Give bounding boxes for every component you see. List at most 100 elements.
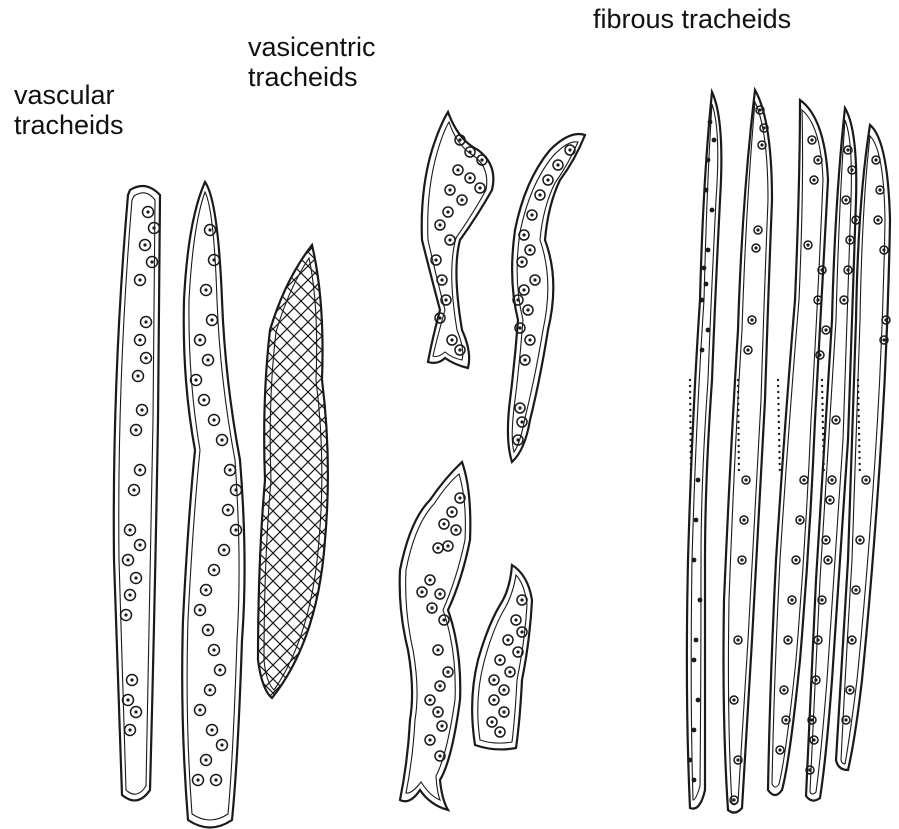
pit-dot (738, 457, 740, 459)
pit-dot (778, 427, 780, 429)
pit-dot (689, 421, 691, 423)
pit-aperture (226, 508, 229, 511)
pit-aperture (846, 268, 849, 271)
pit-aperture (206, 628, 209, 631)
fibrous-tracheids-label: fibrous tracheids (593, 4, 791, 34)
pit-dot (778, 457, 780, 459)
pit-aperture (206, 358, 209, 361)
pit-dot (737, 433, 739, 435)
pit-aperture (448, 238, 451, 241)
pit-aperture (858, 538, 861, 541)
pit-aperture (854, 588, 857, 591)
pit-aperture (128, 593, 131, 596)
vascular-tracheid-2 (182, 182, 244, 828)
pit-aperture (434, 258, 437, 261)
pit-aperture (740, 558, 743, 561)
pit-dot (779, 469, 781, 471)
pit-dot (706, 248, 711, 253)
pit-aperture (790, 598, 793, 601)
pit-dot (689, 385, 691, 387)
pit-aperture (134, 710, 137, 713)
pit-aperture (458, 496, 461, 499)
pit-aperture (834, 418, 837, 421)
vascular-label-line1: vascular (14, 80, 124, 110)
pit-aperture (778, 748, 781, 751)
pit-aperture (458, 138, 461, 141)
pit-aperture (446, 210, 449, 213)
pit-aperture (438, 316, 441, 319)
pit-aperture (732, 698, 735, 701)
pit-aperture (784, 718, 787, 721)
pit-aperture (234, 528, 237, 531)
pit-aperture (816, 298, 819, 301)
vasicentric-label-line2: tracheids (248, 62, 376, 92)
pit-dot (821, 385, 823, 387)
pit-aperture (124, 613, 127, 616)
pit-aperture (444, 298, 447, 301)
pit-aperture (198, 708, 201, 711)
pit-dot (857, 403, 859, 405)
pit-dot (692, 658, 697, 663)
pit-dot (689, 439, 691, 441)
pit-aperture (538, 193, 541, 196)
pit-dot (712, 138, 717, 143)
pit-dot (737, 391, 739, 393)
pit-aperture (198, 608, 201, 611)
pit-aperture (533, 278, 536, 281)
pit-aperture (442, 618, 445, 621)
pit-aperture (128, 728, 131, 731)
vascular-label-line2: tracheids (14, 110, 124, 140)
fibrous-tracheids-bundle (687, 90, 890, 813)
pit-dot (822, 421, 824, 423)
pit-aperture (530, 213, 533, 216)
pit-dot (708, 120, 713, 125)
pit-aperture (138, 338, 141, 341)
pit-dot (689, 409, 691, 411)
pit-aperture (218, 668, 221, 671)
pit-dot (858, 433, 860, 435)
pit-dot (821, 403, 823, 405)
pit-aperture (144, 320, 147, 323)
pit-dot (778, 463, 780, 465)
pit-aperture (522, 288, 525, 291)
pit-aperture (808, 768, 811, 771)
pit-aperture (526, 308, 529, 311)
pit-aperture (438, 684, 441, 687)
pit-aperture (210, 728, 213, 731)
pit-aperture (514, 618, 517, 621)
pit-aperture (882, 248, 885, 251)
pit-aperture (846, 148, 849, 151)
pit-dot (738, 469, 740, 471)
pit-aperture (143, 243, 146, 246)
pit-aperture (150, 260, 153, 263)
pit-dot (710, 208, 715, 213)
pit-dot (688, 758, 693, 763)
pit-dot (737, 409, 739, 411)
pit-aperture (152, 226, 155, 229)
pit-aperture (816, 158, 819, 161)
pit-dot (690, 469, 692, 471)
pit-aperture (220, 743, 223, 746)
pit-dot (694, 518, 699, 523)
pit-dot (858, 427, 860, 429)
pit-aperture (516, 650, 519, 653)
pit-aperture (506, 638, 509, 641)
pit-aperture (864, 478, 867, 481)
pit-dot (737, 439, 739, 441)
pit-aperture (878, 188, 881, 191)
pit-aperture (436, 546, 439, 549)
pit-aperture (502, 710, 505, 713)
pit-aperture (523, 358, 526, 361)
pit-aperture (820, 598, 823, 601)
bordered-pits (191, 225, 242, 786)
pit-dot (692, 728, 697, 733)
pit-aperture (128, 528, 131, 531)
pit-dot (777, 385, 779, 387)
pit-dot (700, 298, 705, 303)
pit-aperture (786, 638, 789, 641)
pit-aperture (876, 218, 879, 221)
pit-aperture (202, 398, 205, 401)
pit-dot (689, 445, 691, 447)
pit-aperture (130, 678, 133, 681)
pit-dot (689, 391, 691, 393)
